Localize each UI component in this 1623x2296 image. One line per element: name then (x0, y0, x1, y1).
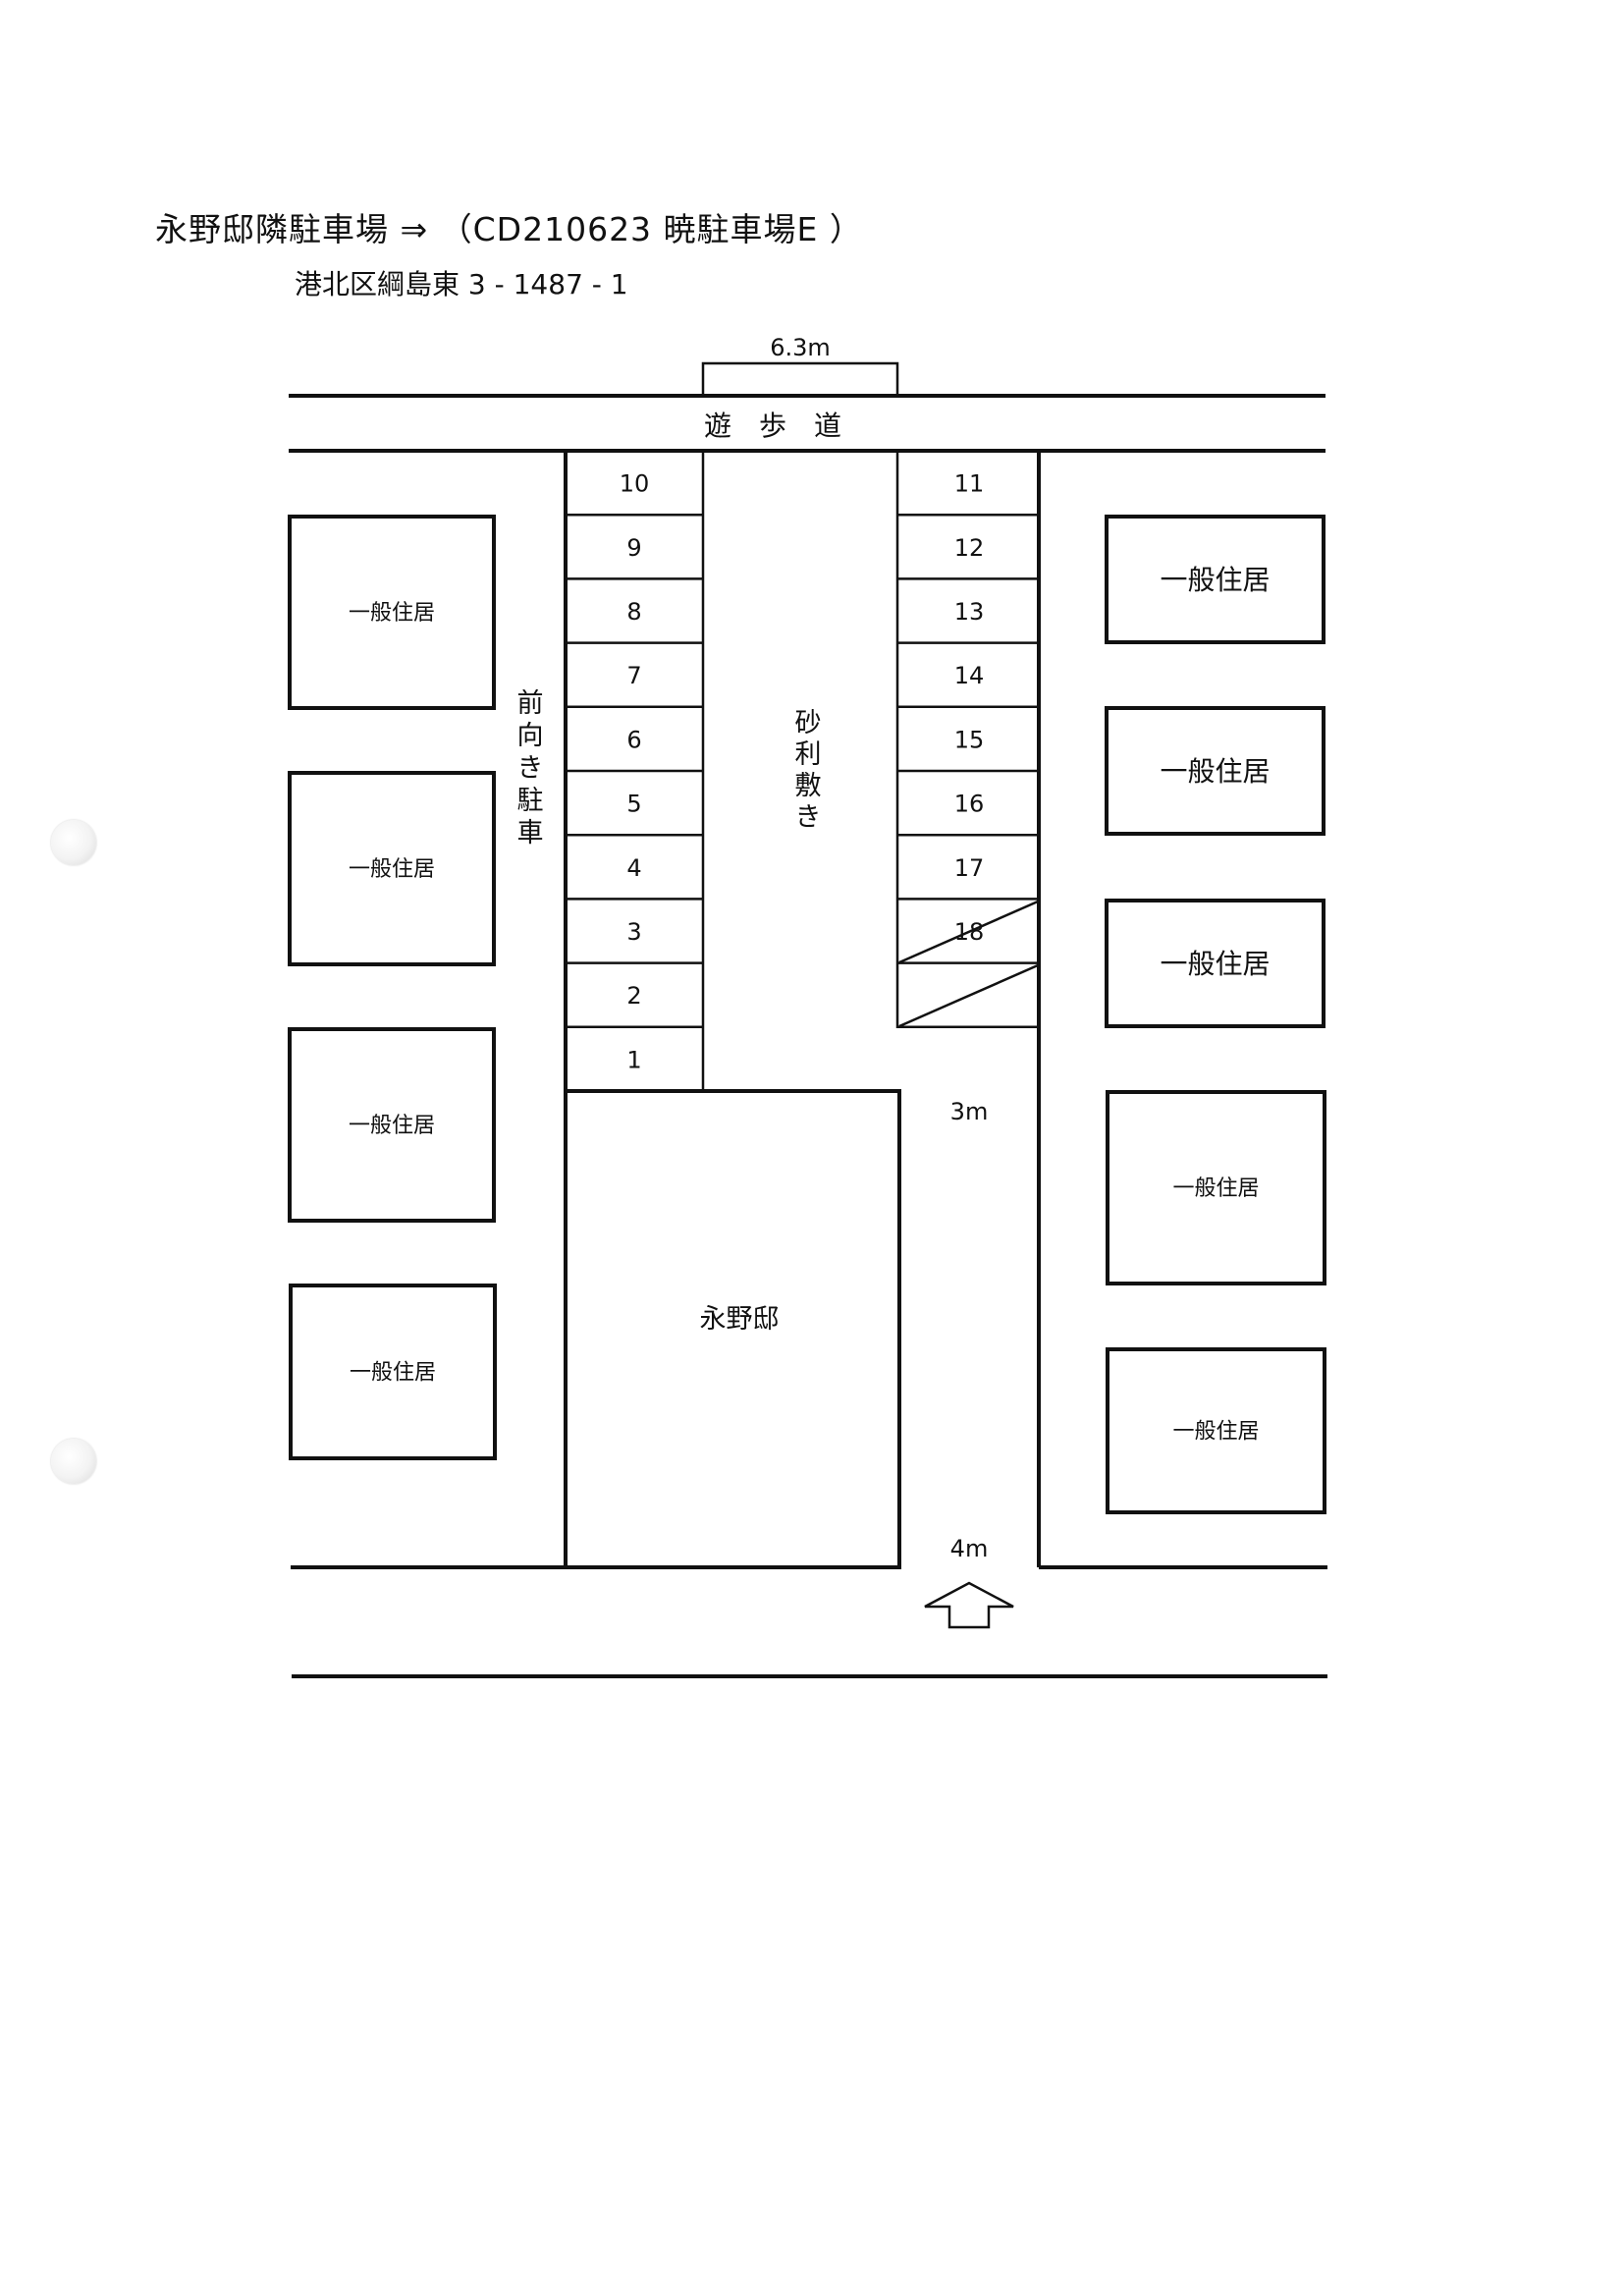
address-line: 港北区綱島東 3 - 1487 - 1 (295, 268, 628, 301)
stall-number: 14 (954, 662, 985, 689)
stall-number: 15 (954, 726, 985, 753)
residence-block (1105, 515, 1325, 644)
residence-block (1106, 1347, 1326, 1514)
residence-label: 一般住居 (349, 857, 435, 882)
stall-number: 10 (620, 470, 650, 498)
stall-number: 8 (626, 598, 641, 626)
vertical-label-char: 向 (517, 721, 544, 751)
vertical-label-char: 砂 (795, 708, 822, 738)
stall-number: 5 (626, 791, 641, 818)
residence-label: 一般住居 (350, 1361, 436, 1386)
aisle-width-label: 3m (950, 1098, 989, 1125)
vertical-label-char: き (795, 802, 822, 833)
vertical-label-char: 利 (795, 739, 822, 770)
stall-number: 9 (626, 534, 641, 562)
entrance-width-label: 6.3m (770, 334, 831, 361)
entrance-width-marker (701, 361, 899, 394)
vertical-label-char: 駐 (517, 786, 544, 816)
stall-number: 3 (626, 918, 641, 946)
page-title: 永野邸隣駐車場 ⇒ （CD210623 暁駐車場E ） (155, 210, 863, 248)
stall-number: 1 (626, 1046, 641, 1073)
binder-hole-bottom (51, 1439, 96, 1484)
nagano-house (564, 1089, 901, 1569)
residence-label: 一般住居 (1172, 1420, 1259, 1445)
stall-number: 12 (954, 534, 985, 562)
residence-block (289, 1284, 497, 1460)
stall-18-cross-out-top (898, 900, 1039, 964)
residence-block (1105, 899, 1325, 1028)
stall-number: 4 (626, 854, 641, 882)
residence-block (1106, 1090, 1326, 1285)
residence-label: 一般住居 (349, 601, 435, 626)
residence-block (288, 515, 496, 710)
residence-label: 一般住居 (1172, 1176, 1259, 1201)
residence-label: 一般住居 (349, 1114, 435, 1138)
vertical-label-char: き (517, 753, 544, 784)
residence-block (288, 771, 496, 966)
binder-hole-top (51, 820, 96, 865)
residence-block (288, 1027, 496, 1223)
stall-number: 16 (954, 791, 985, 818)
left-stall-column: 10 9 8 7 6 5 4 3 2 1 (566, 470, 703, 1093)
stall-number: 7 (626, 662, 641, 689)
residence-block (1105, 706, 1325, 836)
vertical-label-char: 敷 (795, 771, 822, 801)
vertical-label-char: 前 (517, 688, 544, 719)
residence-label: 一般住居 (1160, 755, 1270, 788)
road-width-label: 4m (950, 1535, 989, 1562)
vertical-label-char: 車 (517, 818, 544, 848)
stall-number: 13 (954, 598, 985, 626)
stall-number: 11 (954, 470, 985, 498)
stall-number: 2 (626, 982, 641, 1010)
residence-label: 一般住居 (1160, 948, 1270, 980)
stall-18-cross-out-bottom (898, 963, 1039, 1028)
residence-label: 一般住居 (1160, 564, 1270, 596)
stall-number: 17 (954, 854, 985, 882)
entrance-arrow-icon (924, 1581, 1014, 1629)
stall-number: 6 (626, 726, 641, 753)
promenade-label: 遊 歩 道 (704, 410, 841, 442)
nagano-house-label: 永野邸 (700, 1304, 780, 1335)
